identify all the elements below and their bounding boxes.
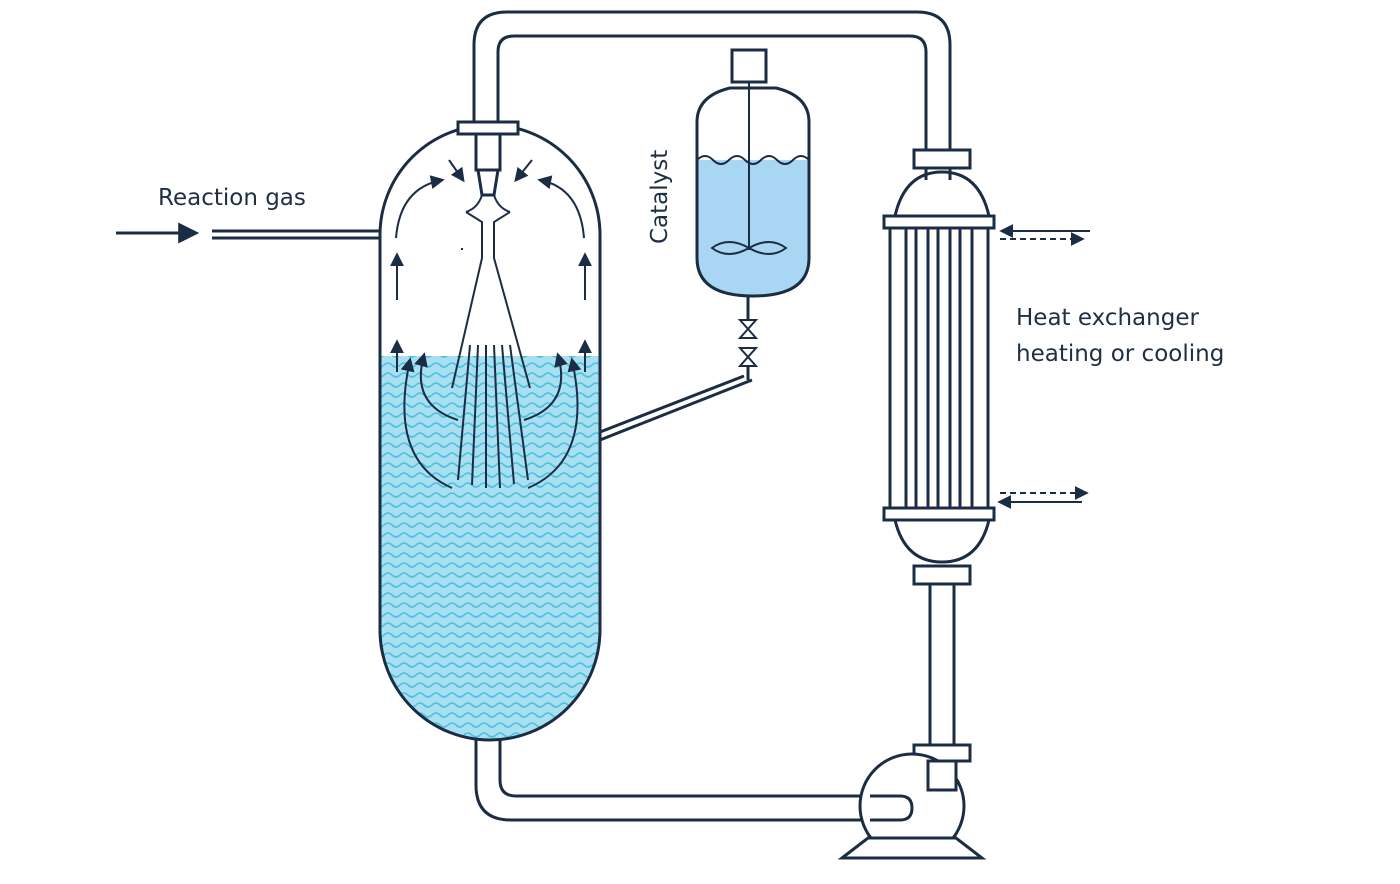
reaction-gas-label: Reaction gas — [158, 185, 306, 211]
heat-exchanger-label-line1: Heat exchanger — [1016, 305, 1199, 331]
catalyst-label: Catalyst — [647, 149, 673, 244]
heat-exchanger-label-line2: heating or cooling — [1016, 341, 1225, 367]
reactor-vessel — [378, 123, 602, 742]
heat-exchanger-flow-arrows — [997, 224, 1090, 509]
circulation-pump — [837, 743, 987, 860]
recirculation-pipe-bottom — [474, 168, 956, 822]
catalyst-feed-line — [599, 296, 759, 442]
gas-flow-arrows — [390, 159, 592, 372]
catalyst-vessel — [695, 48, 811, 298]
heat-exchanger — [882, 148, 996, 586]
liquid-circulation-arrows — [400, 352, 582, 489]
jet-streams — [457, 344, 529, 489]
reaction-gas-inlet — [116, 222, 380, 244]
recirculation-pipe-top — [472, 10, 952, 150]
vessel-top-flange — [456, 120, 520, 197]
venturi-ejector — [451, 194, 531, 389]
